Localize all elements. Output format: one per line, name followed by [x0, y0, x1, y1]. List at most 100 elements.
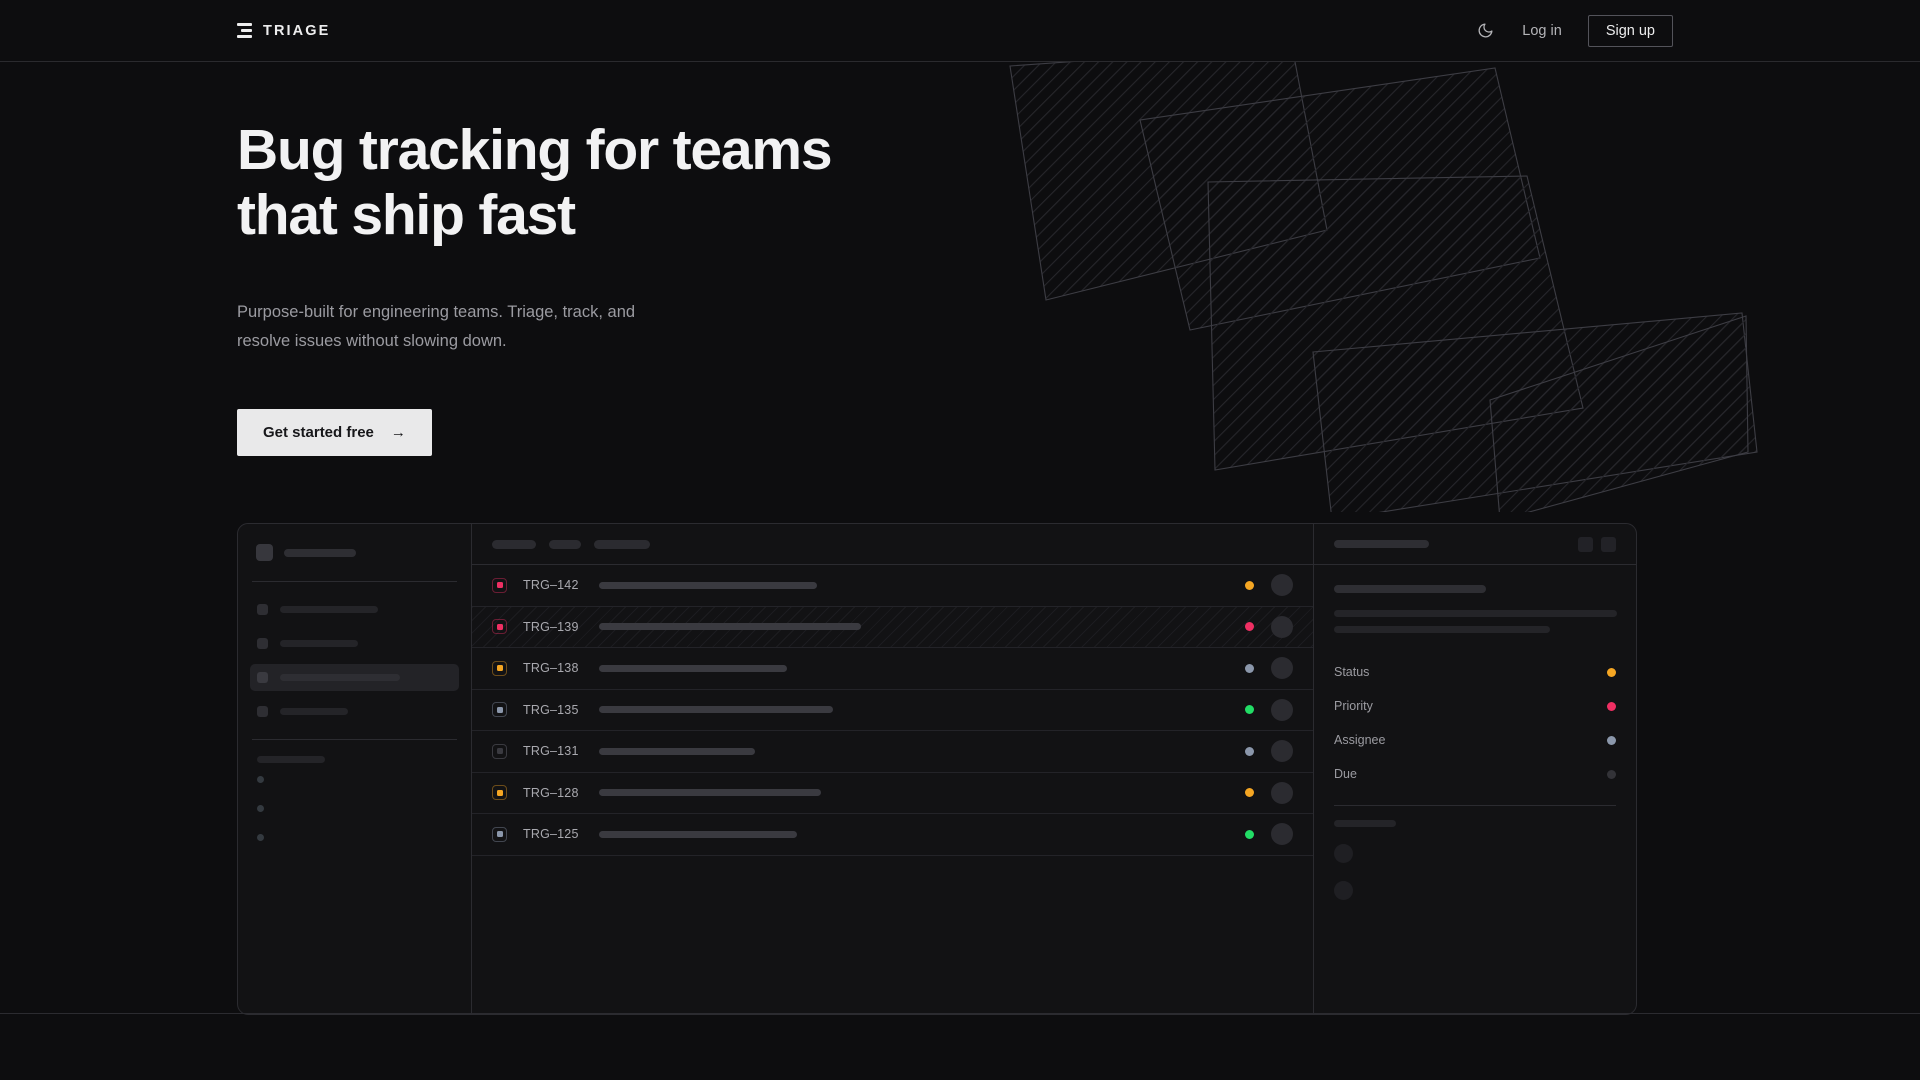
mock-issue-row[interactable]: TRG–138 [472, 648, 1313, 690]
mock-toolbar-chip-2[interactable] [549, 540, 581, 549]
mock-toolbar-chip-3[interactable] [594, 540, 650, 549]
status-dot-icon [1245, 830, 1254, 839]
mock-issue-row[interactable]: TRG–142 [472, 565, 1313, 607]
arrow-right-icon: → [391, 424, 406, 441]
detail-meta-label: Priority [1334, 699, 1373, 713]
footer-divider [0, 1013, 1920, 1014]
mock-workspace-switcher[interactable] [250, 538, 459, 567]
issue-title-placeholder [599, 706, 833, 713]
priority-icon [492, 702, 507, 717]
mock-detail-line [1334, 610, 1617, 617]
issue-title-placeholder [599, 748, 755, 755]
mock-sidebar-item-label [280, 708, 348, 715]
signup-button[interactable]: Sign up [1588, 15, 1673, 47]
mock-activity-list [1334, 835, 1616, 909]
issue-title-placeholder [599, 789, 821, 796]
status-dot-icon [1245, 747, 1254, 756]
login-link[interactable]: Log in [1522, 23, 1562, 39]
priority-icon [492, 744, 507, 759]
issue-id: TRG–142 [523, 578, 581, 592]
nav-actions: Log in Sign up [1474, 15, 1673, 47]
cta-label: Get started free [263, 424, 374, 441]
mock-sidebar-item-label [280, 606, 378, 613]
mock-issue-row[interactable]: TRG–125 [472, 814, 1313, 856]
divider [252, 581, 457, 582]
divider [252, 739, 457, 740]
avatar [1271, 823, 1293, 845]
avatar [1271, 616, 1293, 638]
triage-logo-icon [237, 23, 252, 38]
get-started-button[interactable]: Get started free → [237, 409, 432, 456]
issue-title-placeholder [599, 665, 787, 672]
mock-issue-rows: TRG–142TRG–139TRG–138TRG–135TRG–131TRG–1… [472, 565, 1313, 856]
mock-sidebar-item-icon [257, 638, 268, 649]
detail-meta-label: Assignee [1334, 733, 1385, 747]
mock-mini-dot-icon [257, 776, 264, 783]
issue-id: TRG–139 [523, 620, 581, 634]
mock-sidebar-item-4[interactable] [250, 698, 459, 725]
mock-detail-panel: StatusPriorityAssigneeDue [1313, 524, 1636, 1014]
mock-sidebar-item-3[interactable] [250, 664, 459, 691]
activity-entry [1334, 872, 1616, 909]
top-navigation-bar: TRIAGE Log in Sign up [0, 0, 1920, 62]
mock-sidebar-mini-item[interactable] [250, 765, 459, 794]
issue-id: TRG–138 [523, 661, 581, 675]
issue-id: TRG–135 [523, 703, 581, 717]
mock-sidebar [238, 524, 472, 1014]
status-dot-icon [1245, 788, 1254, 797]
detail-meta-dot-icon [1607, 770, 1616, 779]
status-dot-icon [1245, 705, 1254, 714]
mock-detail-heading [1334, 585, 1486, 593]
detail-meta-dot-icon [1607, 668, 1616, 677]
detail-meta-row[interactable]: Priority [1334, 689, 1616, 723]
mock-detail-line [1334, 626, 1550, 633]
mock-toolbar-chip-1[interactable] [492, 540, 536, 549]
moon-icon[interactable] [1474, 20, 1496, 42]
page-title: Bug tracking for teams that ship fast [237, 118, 831, 248]
detail-meta-dot-icon [1607, 736, 1616, 745]
mock-list-toolbar [472, 524, 1313, 565]
issue-title-placeholder [599, 623, 861, 630]
hero-subheading: Purpose-built for engineering teams. Tri… [237, 298, 831, 356]
hero-section: Bug tracking for teams that ship fast Pu… [237, 118, 831, 456]
avatar [1271, 574, 1293, 596]
mock-sidebar-item-1[interactable] [250, 596, 459, 623]
mock-sidebar-mini-item[interactable] [250, 823, 459, 852]
mock-workspace-label [284, 549, 356, 557]
mock-issue-list: TRG–142TRG–139TRG–138TRG–135TRG–131TRG–1… [472, 524, 1313, 1014]
avatar [1271, 782, 1293, 804]
mock-detail-action-1[interactable] [1578, 537, 1593, 552]
issue-title-placeholder [599, 831, 797, 838]
detail-meta-label: Status [1334, 665, 1369, 679]
mock-mini-dot-icon [257, 805, 264, 812]
mock-sidebar-item-icon [257, 604, 268, 615]
mock-detail-action-2[interactable] [1601, 537, 1616, 552]
activity-avatar [1334, 844, 1353, 863]
issue-id: TRG–131 [523, 744, 581, 758]
detail-meta-row[interactable]: Status [1334, 655, 1616, 689]
mock-sidebar-item-2[interactable] [250, 630, 459, 657]
priority-icon [492, 785, 507, 800]
activity-avatar [1334, 881, 1353, 900]
detail-meta-row[interactable]: Due [1334, 757, 1616, 791]
mock-sidebar-mini-item[interactable] [250, 794, 459, 823]
priority-icon [492, 578, 507, 593]
mock-issue-row[interactable]: TRG–128 [472, 773, 1313, 815]
brand-name: TRIAGE [263, 23, 330, 39]
mock-issue-row[interactable]: TRG–131 [472, 731, 1313, 773]
detail-meta-label: Due [1334, 767, 1357, 781]
mock-detail-meta: StatusPriorityAssigneeDue [1334, 655, 1616, 791]
brand-logo[interactable]: TRIAGE [237, 23, 330, 39]
mock-detail-body: StatusPriorityAssigneeDue [1314, 565, 1636, 929]
mock-section-label-bar [257, 756, 325, 763]
priority-icon [492, 619, 507, 634]
mock-sidebar-nav [250, 596, 459, 725]
app-preview-mockup: TRG–142TRG–139TRG–138TRG–135TRG–131TRG–1… [237, 523, 1637, 1015]
mock-issue-row[interactable]: TRG–135 [472, 690, 1313, 732]
mock-detail-title [1334, 540, 1429, 548]
priority-icon [492, 661, 507, 676]
mock-issue-row[interactable]: TRG–139 [472, 607, 1313, 649]
detail-meta-row[interactable]: Assignee [1334, 723, 1616, 757]
mock-sidebar-item-label [280, 674, 400, 681]
